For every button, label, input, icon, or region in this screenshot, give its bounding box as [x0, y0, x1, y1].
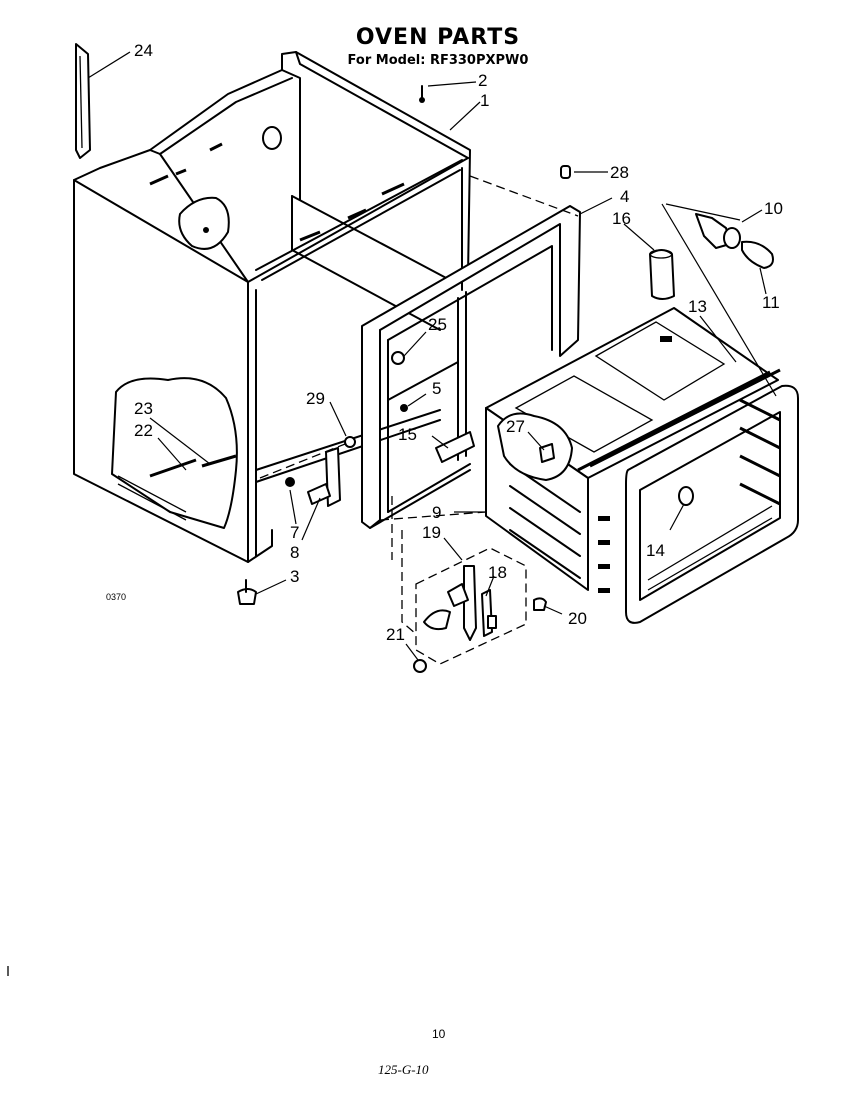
- callout-3: 3: [290, 567, 299, 586]
- callout-4: 4: [620, 187, 629, 206]
- callout-21: 21: [386, 625, 405, 644]
- callout-2: 2: [478, 71, 487, 90]
- callout-labels: 24 2 1 28 4 16 10 11 13 25 5 29 15 27 23…: [134, 41, 783, 644]
- part-13-lead: [661, 203, 777, 397]
- callout-11: 11: [762, 293, 780, 312]
- part-4-front-frame: [361, 205, 581, 529]
- part-1-cabinet: [73, 51, 471, 563]
- callout-25: 25: [428, 315, 447, 334]
- callout-24: 24: [134, 41, 153, 60]
- callout-19: 19: [422, 523, 441, 542]
- callout-14: 14: [646, 541, 665, 560]
- callout-1: 1: [480, 91, 489, 110]
- assembly-line-3: [259, 441, 351, 479]
- assembly-line-9: [379, 511, 487, 521]
- model-subtitle: For Model: RF330PXPW0: [348, 53, 529, 68]
- callout-18: 18: [488, 563, 507, 582]
- callout-23: 23: [134, 399, 153, 418]
- callout-9: 9: [432, 503, 441, 522]
- assembly-line-19: [401, 530, 417, 635]
- page-title: OVEN PARTS: [356, 25, 520, 50]
- callout-28: 28: [610, 163, 629, 182]
- callout-27: 27: [506, 417, 525, 436]
- callout-22: 22: [134, 421, 153, 440]
- assembly-line-1-4: [469, 175, 579, 217]
- callout-13: 13: [688, 297, 707, 316]
- part-24-trim-strip: [75, 43, 91, 159]
- callout-15: 15: [398, 425, 417, 444]
- parts-18-19-latch-assembly: [413, 547, 547, 673]
- callout-16: 16: [612, 209, 631, 228]
- parts-7-8-29-bracket: [237, 436, 356, 605]
- parts-2-28-fasteners: [419, 85, 571, 179]
- callout-5: 5: [432, 379, 441, 398]
- part-10-group-line: [665, 203, 741, 221]
- doc-code: 125-G-10: [378, 1062, 429, 1077]
- callout-10: 10: [764, 199, 783, 218]
- callout-8: 8: [290, 543, 299, 562]
- part-9-oven-liner: [485, 307, 799, 624]
- callout-20: 20: [568, 609, 587, 628]
- callout-7: 7: [290, 523, 299, 542]
- leader-lines: [87, 51, 767, 661]
- callout-29: 29: [306, 389, 325, 408]
- figure-code: 0370: [106, 592, 126, 602]
- page-number: 10: [432, 1027, 446, 1041]
- parts-10-11-16-lamp-and-vent: [649, 213, 774, 300]
